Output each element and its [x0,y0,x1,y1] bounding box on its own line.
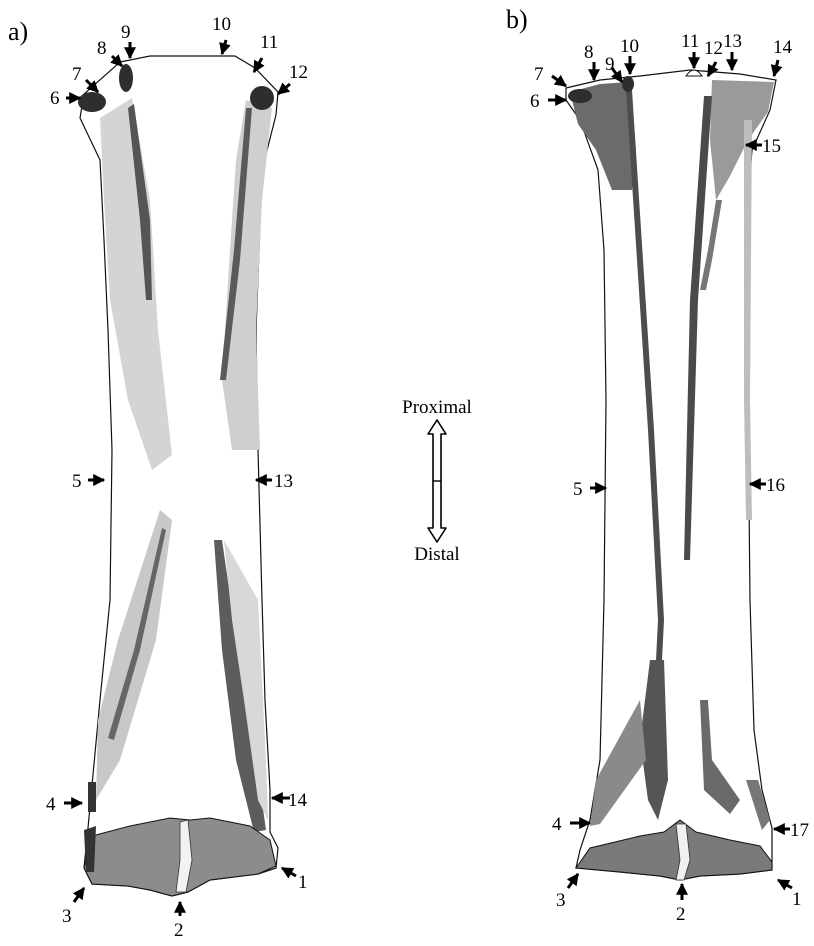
panel-b-callout-8: 8 [584,42,594,80]
svg-text:12: 12 [289,62,308,83]
svg-text:5: 5 [72,471,82,492]
svg-text:13: 13 [274,471,293,492]
panel-b-callout-13: 13 [723,31,742,70]
svg-text:1: 1 [792,889,802,910]
svg-text:9: 9 [605,54,615,75]
panel-b-callout-4: 4 [552,814,590,835]
svg-text:6: 6 [50,88,60,109]
panel-b: b) 1 2 3 [506,5,809,925]
svg-text:3: 3 [556,890,566,911]
svg-text:11: 11 [681,31,699,52]
svg-text:10: 10 [620,36,639,57]
panel-b-callout-17: 17 [774,820,809,841]
svg-text:2: 2 [676,904,686,925]
svg-text:16: 16 [766,475,785,496]
panel-a-distal-left-dark [84,826,96,872]
panel-a-callout-1: 1 [282,868,308,893]
panel-b-facet-left [568,89,592,103]
svg-text:2: 2 [174,920,184,941]
panel-b-callout-2: 2 [676,884,686,925]
panel-b-shaft-right-strip [744,120,752,520]
panel-a: a) 1 2 3 [8,14,308,941]
svg-text:8: 8 [584,42,594,63]
panel-a-callout-7: 7 [72,64,98,92]
svg-text:14: 14 [773,37,793,58]
panel-a-callout-2: 2 [174,902,184,941]
panel-a-callout-5: 5 [72,471,104,492]
svg-text:1: 1 [298,872,308,893]
svg-text:14: 14 [288,790,308,811]
svg-text:9: 9 [121,22,131,43]
svg-text:6: 6 [530,91,540,112]
panel-b-callout-12: 12 [704,38,723,76]
svg-text:4: 4 [46,794,56,815]
panel-a-callout-11: 11 [254,32,278,72]
panel-a-distal-left-notch [88,782,96,812]
panel-b-callout-11: 11 [681,31,699,68]
panel-a-callout-14: 14 [272,790,308,811]
panel-b-callout-16: 16 [750,475,785,496]
panel-a-callout-4: 4 [46,794,82,815]
panel-b-callout-14: 14 [773,37,793,76]
svg-text:12: 12 [704,38,723,59]
svg-text:5: 5 [573,479,583,500]
panel-a-callout-12: 12 [278,62,308,94]
svg-text:8: 8 [97,38,107,59]
panel-a-callout-9: 9 [121,22,131,58]
panel-a-facet-right [250,86,274,110]
panel-b-callout-7: 7 [534,64,566,86]
panel-a-label: a) [8,17,28,46]
panel-a-callout-8: 8 [97,38,122,66]
svg-text:11: 11 [260,32,278,53]
orientation-indicator: Proximal Distal [402,397,472,565]
panel-b-callout-9: 9 [605,54,622,82]
panel-a-callout-3: 3 [62,888,84,927]
panel-b-facet-mid [622,76,634,92]
panel-a-callout-10: 10 [212,14,231,54]
svg-text:15: 15 [762,136,781,157]
svg-text:17: 17 [790,820,809,841]
svg-text:4: 4 [552,814,562,835]
panel-a-facet-top-left [119,64,133,92]
svg-text:7: 7 [72,64,82,85]
panel-a-facet-left [78,92,106,112]
panel-b-callout-5: 5 [573,479,606,500]
panel-a-callout-13: 13 [256,471,293,492]
panel-b-callout-3: 3 [556,874,578,911]
panel-b-callout-1: 1 [778,880,802,910]
svg-text:7: 7 [534,64,544,85]
proximal-label: Proximal [402,397,472,418]
panel-b-callout-10: 10 [620,36,639,74]
svg-text:10: 10 [212,14,231,35]
svg-text:3: 3 [62,906,72,927]
panel-a-callout-6: 6 [50,88,80,109]
panel-b-label: b) [506,5,528,34]
svg-text:13: 13 [723,31,742,52]
panel-b-callout-6: 6 [530,91,566,112]
distal-label: Distal [414,544,459,565]
